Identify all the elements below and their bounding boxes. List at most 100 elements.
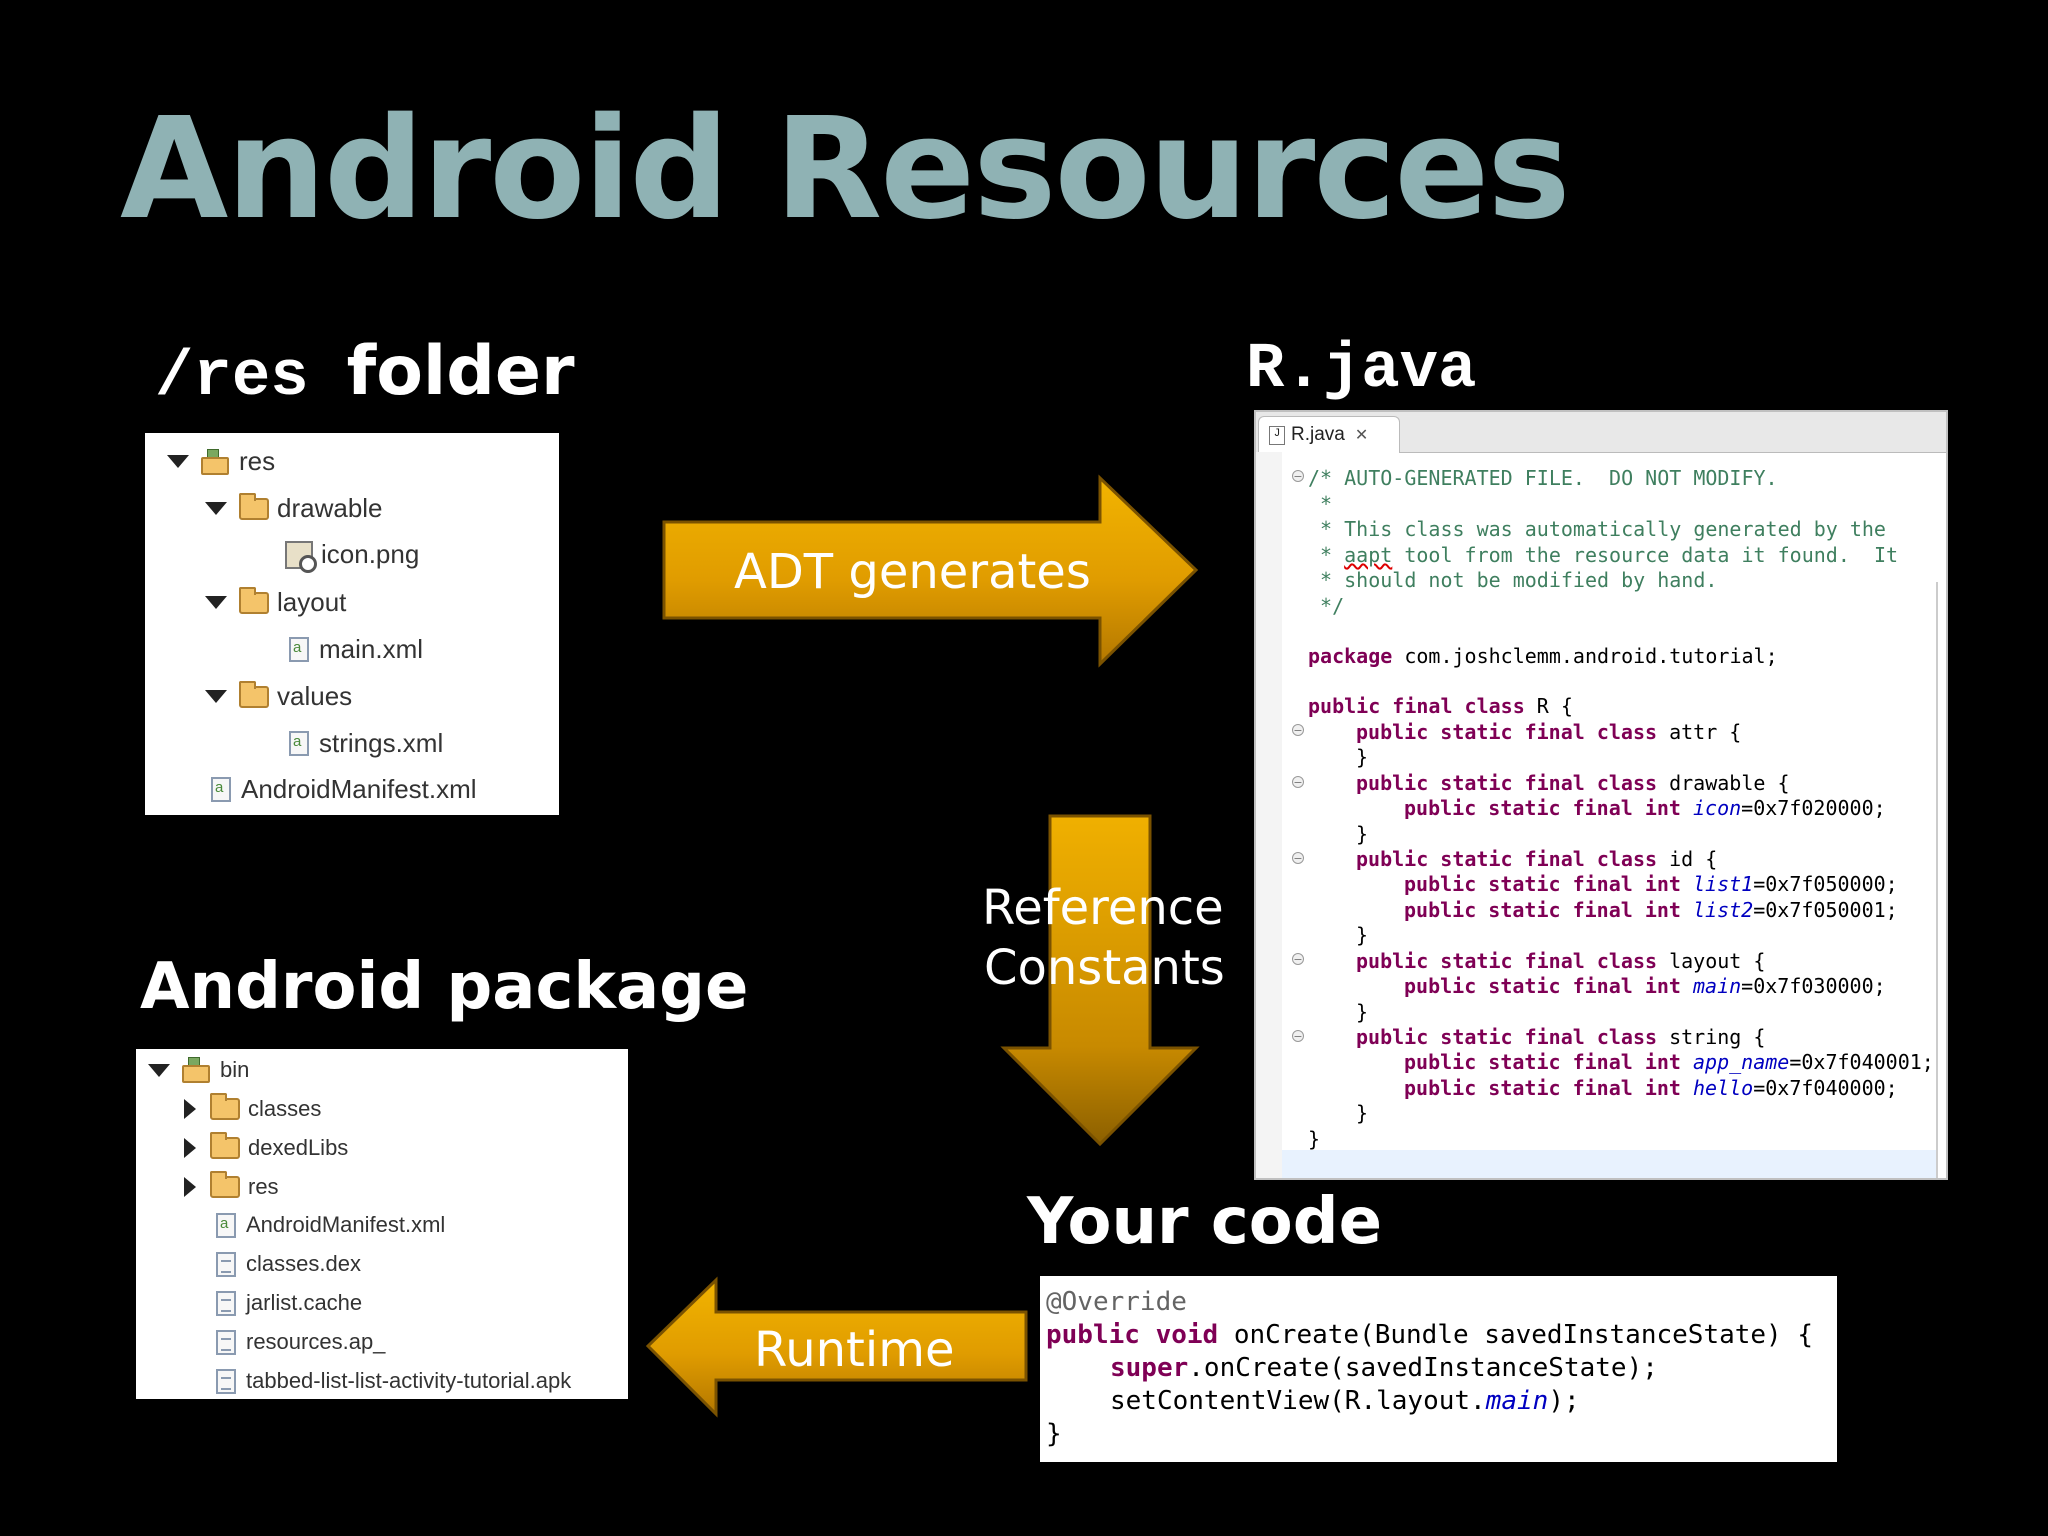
folder-icon (210, 1132, 240, 1159)
tree-node-drawable[interactable]: drawable (205, 492, 383, 524)
tree-node-resources[interactable]: resources.ap_ (216, 1329, 385, 1355)
code-line: } (1356, 822, 1369, 846)
reference-label-line2: Constants (984, 940, 1225, 996)
tree-node-icon-png[interactable]: icon.png (285, 539, 419, 573)
collapse-arrow-icon[interactable] (167, 455, 189, 468)
code-token: layout { (1657, 949, 1766, 973)
code-token: =0x7f030000; (1741, 974, 1886, 998)
tree-label: classes.dex (246, 1251, 361, 1276)
code-token: public final class (1308, 694, 1525, 718)
folder-icon (239, 680, 269, 708)
package-icon (201, 448, 231, 475)
fold-icon[interactable]: − (1292, 953, 1304, 966)
tree-node-manifest[interactable]: AndroidManifest.xml (211, 774, 477, 805)
collapse-arrow-icon[interactable] (205, 502, 227, 515)
collapse-arrow-icon[interactable] (205, 690, 227, 703)
java-file-icon: J (1269, 425, 1285, 445)
fold-icon[interactable]: − (1292, 470, 1304, 483)
tree-label: main.xml (319, 634, 424, 664)
code-token: attr { (1657, 720, 1742, 744)
tree-node-main-xml[interactable]: main.xml (289, 634, 423, 665)
tree-label: AndroidManifest.xml (241, 774, 477, 804)
code-token: public static final int (1404, 796, 1681, 820)
xml-file-icon (289, 637, 309, 662)
text-file-icon (216, 1290, 236, 1316)
code-line: public static final int list2=0x7f050001… (1404, 900, 1898, 920)
code-line: public static final int icon=0x7f020000; (1404, 798, 1886, 818)
adt-generates-label: ADT generates (734, 544, 1091, 600)
tree-node-strings-xml[interactable]: strings.xml (289, 728, 443, 759)
tree-label: values (277, 681, 353, 711)
fold-icon[interactable]: − (1292, 724, 1304, 737)
tree-node-apk[interactable]: tabbed-list-list-activity-tutorial.apk (216, 1368, 571, 1394)
code-token: R { (1524, 694, 1573, 718)
tree-node-classes[interactable]: classes (184, 1093, 321, 1122)
image-file-icon (285, 540, 317, 573)
tree-node-bin-manifest[interactable]: AndroidManifest.xml (216, 1212, 445, 1238)
code-line: @Override (1046, 1287, 1187, 1317)
code-token: hello (1693, 1076, 1754, 1100)
code-line: public static final class layout { (1356, 951, 1765, 971)
tree-label: layout (277, 587, 347, 617)
code-token: onCreate(Bundle savedInstanceState) { (1218, 1320, 1814, 1350)
runtime-label: Runtime (754, 1322, 955, 1378)
tree-label: res (239, 446, 276, 476)
reference-constants-arrow (1000, 814, 1200, 1147)
code-line: * aapt tool from the resource data it fo… (1308, 545, 1898, 565)
code-token: public static final class (1356, 1025, 1658, 1049)
tree-label: resources.ap_ (246, 1329, 386, 1354)
code-token: app_name (1693, 1050, 1790, 1074)
tree-node-bin-res[interactable]: res (184, 1171, 279, 1200)
fold-icon[interactable]: − (1292, 776, 1304, 789)
code-token: drawable { (1657, 771, 1790, 795)
tree-node-classes-dex[interactable]: classes.dex (216, 1251, 361, 1277)
code-line: public static final int main=0x7f030000; (1404, 976, 1886, 996)
code-token: setContentView(R.layout. (1110, 1386, 1486, 1416)
code-line: } (1356, 745, 1369, 769)
tree-node-bin[interactable]: bin (148, 1057, 249, 1083)
code-token: public static final int (1404, 1050, 1681, 1074)
runtime-arrow (645, 1276, 1028, 1418)
code-line: public static final int list1=0x7f050000… (1404, 874, 1898, 894)
tree-label: AndroidManifest.xml (246, 1212, 446, 1237)
editor-gutter (1256, 452, 1282, 1178)
xml-file-icon (216, 1212, 236, 1238)
bin-tree-panel: bin classes dexedLibs res AndroidManifes… (136, 1049, 628, 1399)
package-icon (182, 1057, 212, 1083)
code-token: main (1485, 1386, 1549, 1416)
code-line: } (1356, 923, 1369, 947)
fold-icon[interactable]: − (1292, 1030, 1304, 1043)
collapse-arrow-icon[interactable] (205, 596, 227, 609)
tree-node-res[interactable]: res (167, 446, 275, 477)
text-file-icon (216, 1329, 236, 1355)
fold-icon[interactable]: − (1292, 852, 1304, 865)
code-line: public final class R { (1308, 696, 1573, 716)
expand-arrow-icon[interactable] (184, 1177, 196, 1197)
tree-node-dexedlibs[interactable]: dexedLibs (184, 1132, 348, 1161)
code-line: public static final class attr { (1356, 722, 1741, 742)
code-line: public static final int hello=0x7f040000… (1404, 1078, 1898, 1098)
code-line: } (1356, 1101, 1369, 1125)
editor-margin-line (1936, 582, 1938, 1178)
res-heading-text: folder (346, 332, 575, 411)
tree-node-layout[interactable]: layout (205, 586, 347, 618)
expand-arrow-icon[interactable] (184, 1099, 196, 1119)
android-package-heading: Android package (140, 950, 749, 1024)
code-token: list2 (1693, 898, 1754, 922)
code-line: public void onCreate(Bundle savedInstanc… (1046, 1322, 1813, 1348)
code-line: } (1308, 1127, 1321, 1151)
code-token: tool from the resource data it found. It (1392, 543, 1899, 567)
collapse-arrow-icon[interactable] (148, 1063, 170, 1077)
xml-file-icon (211, 777, 231, 802)
close-tab-icon[interactable]: ✕ (1354, 427, 1369, 444)
code-token: public static final int (1404, 872, 1681, 896)
expand-arrow-icon[interactable] (184, 1138, 196, 1158)
tree-label: jarlist.cache (246, 1290, 363, 1315)
rjava-tab[interactable]: J R.java ✕ (1258, 416, 1400, 453)
tree-node-jarlist[interactable]: jarlist.cache (216, 1290, 362, 1316)
code-line: /* AUTO-GENERATED FILE. DO NOT MODIFY. (1308, 466, 1778, 490)
reference-label-line1: Reference (982, 880, 1224, 936)
tree-node-values[interactable]: values (205, 680, 353, 712)
code-token: =0x7f020000; (1741, 796, 1886, 820)
